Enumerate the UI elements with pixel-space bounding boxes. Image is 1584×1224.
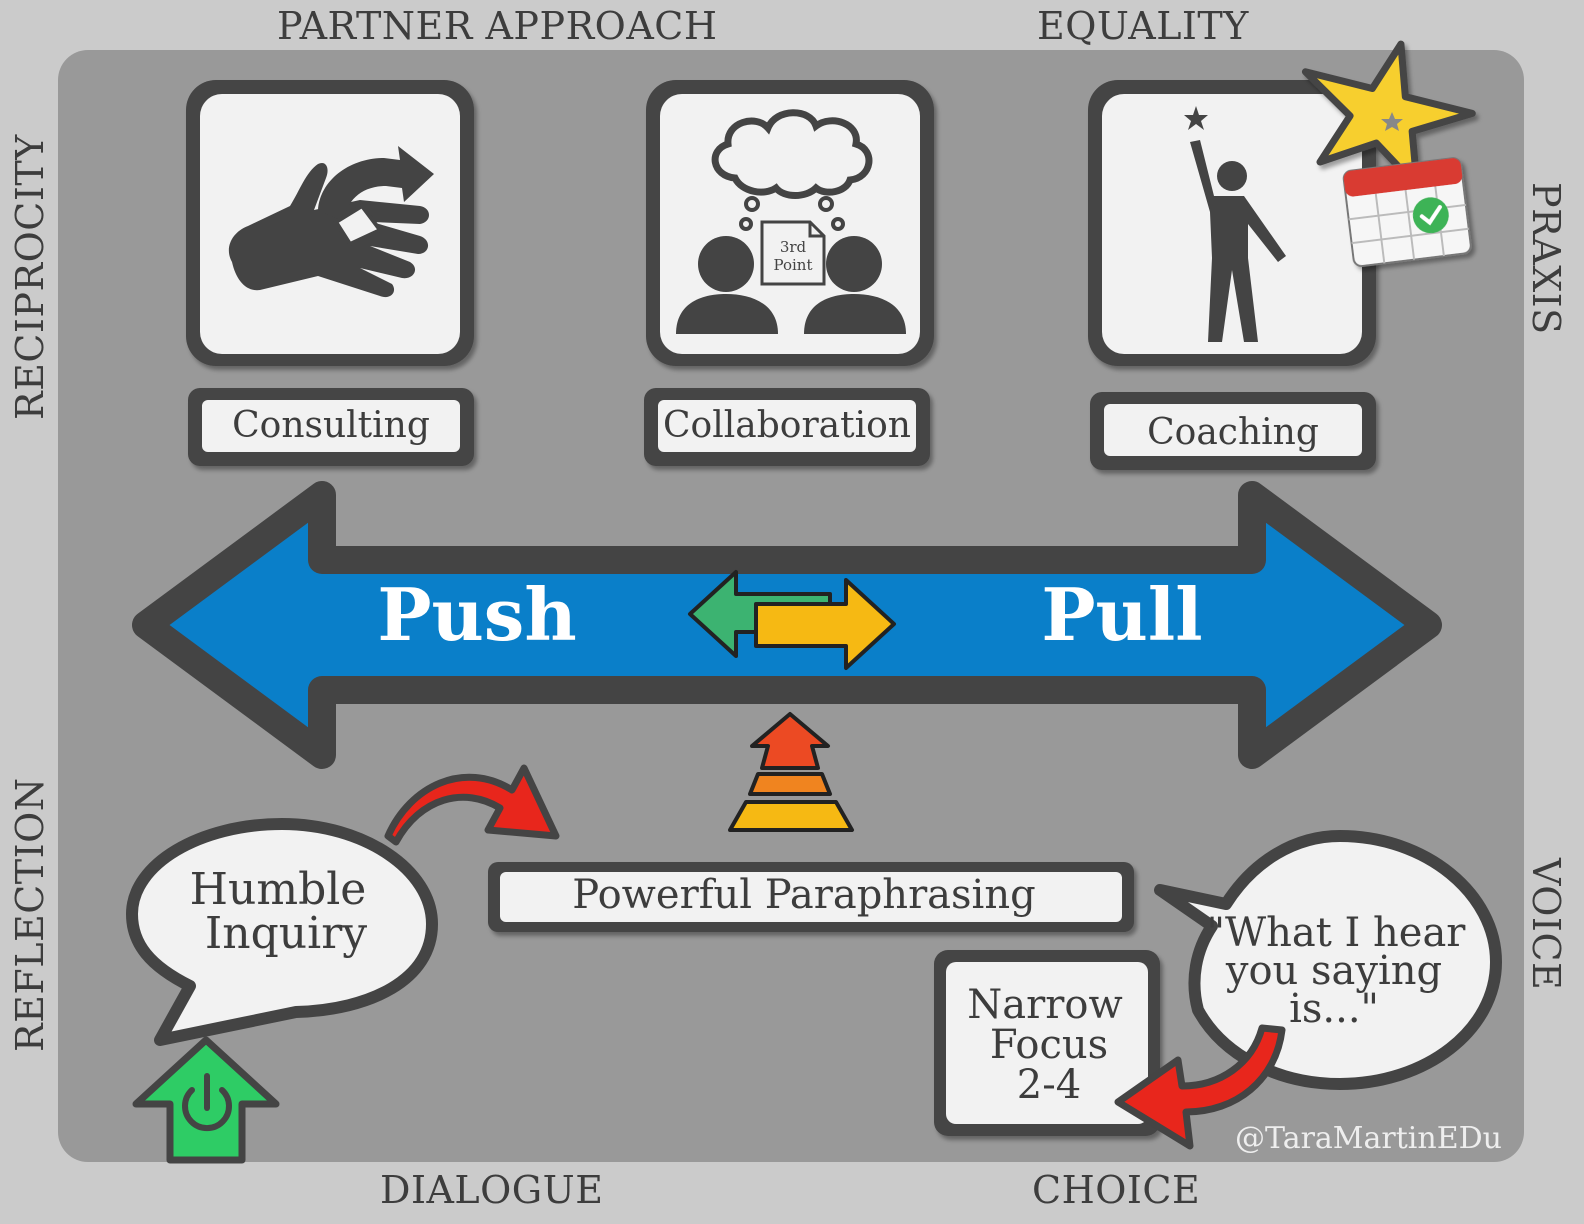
narrow-focus-box: Narrow Focus 2-4 bbox=[934, 950, 1160, 1136]
calendar-check-icon bbox=[1342, 157, 1472, 268]
consulting-text: Consulting bbox=[232, 405, 430, 446]
gold-star-icon bbox=[1301, 40, 1476, 190]
edge-label-partner-approach: PARTNER APPROACH bbox=[277, 4, 718, 48]
humble-line1: Humble bbox=[190, 864, 367, 915]
third-point-line1: 3rd bbox=[780, 238, 807, 256]
red-curved-arrow-icon bbox=[384, 764, 560, 846]
push-label: Push bbox=[377, 572, 576, 657]
small-star-icon bbox=[1184, 106, 1208, 130]
coaching-text: Coaching bbox=[1147, 412, 1319, 453]
reaching-person-icon bbox=[1184, 106, 1286, 342]
third-point-document-icon: 3rd Point bbox=[760, 220, 826, 286]
quote-line3: is..." bbox=[1289, 986, 1379, 1032]
edge-label-equality: EQUALITY bbox=[1037, 4, 1249, 48]
coaching-label: Coaching bbox=[1090, 392, 1376, 470]
narrow-line2: Focus bbox=[990, 1022, 1108, 1068]
narrow-line3: 2-4 bbox=[1017, 1062, 1081, 1108]
power-home-icon bbox=[132, 1036, 280, 1164]
powerful-paraphrasing-text: Powerful Paraphrasing bbox=[572, 872, 1035, 918]
powerful-paraphrasing-box: Powerful Paraphrasing bbox=[488, 862, 1134, 932]
humble-inquiry-bubble: Humble Inquiry bbox=[126, 818, 438, 1046]
third-point-line2: Point bbox=[773, 256, 812, 274]
narrow-line1: Narrow bbox=[967, 982, 1122, 1028]
consulting-label: Consulting bbox=[188, 388, 474, 466]
red-return-arrow-icon bbox=[1114, 1024, 1286, 1150]
thought-cloud-icon bbox=[711, 109, 873, 231]
pull-label: Pull bbox=[1041, 572, 1202, 657]
collaboration-label: Collaboration bbox=[644, 388, 930, 466]
author-credit: @TaraMartinEDu bbox=[1235, 1121, 1502, 1156]
what-i-hear-bubble: "What I hear you saying is..." bbox=[1154, 830, 1502, 1090]
quote-line2: you saying bbox=[1225, 948, 1442, 994]
humble-line2: Inquiry bbox=[205, 908, 367, 959]
collaboration-text: Collaboration bbox=[663, 405, 911, 446]
pyramid-up-arrow-icon bbox=[728, 712, 854, 832]
hands-exchange-icon bbox=[228, 146, 434, 298]
two-people-icon bbox=[676, 236, 906, 334]
edge-label-dialogue: DIALOGUE bbox=[380, 1168, 604, 1212]
quote-line1: "What I hear bbox=[1207, 910, 1467, 956]
edge-label-choice: CHOICE bbox=[1032, 1168, 1201, 1212]
exchange-arrows-icon bbox=[688, 570, 896, 670]
